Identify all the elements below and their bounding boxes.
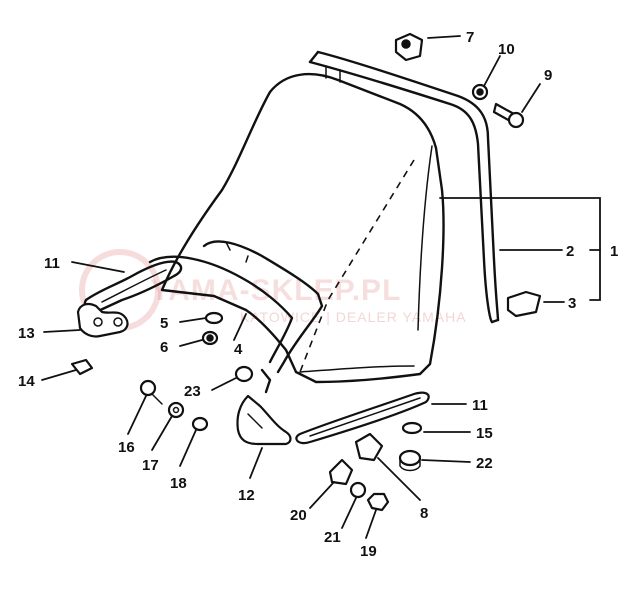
grommet-5 [204,311,224,325]
clip-20 [328,458,354,486]
callout-6: 6 [160,339,168,356]
callout-labels: 7 10 9 2 1 3 11 13 14 5 6 4 23 16 17 18 … [18,29,618,560]
callout-15: 15 [476,425,493,442]
windshield-cover [160,73,445,384]
callout-3: 3 [568,295,576,312]
washer-21 [349,481,367,499]
small-parts [70,32,542,512]
callout-20: 20 [290,507,307,524]
lower-molding-strip [295,391,430,445]
callout-5: 5 [160,315,168,332]
callout-13: 13 [18,325,35,342]
callout-11-right: 11 [472,397,488,414]
callout-2: 2 [566,243,574,260]
callout-19: 19 [360,543,377,560]
grommet-23 [234,365,254,383]
washer-15 [401,421,423,435]
callout-17: 17 [142,457,159,474]
callout-11-left: 11 [44,255,60,272]
left-bracket [76,302,129,338]
callout-16: 16 [118,439,135,456]
clip-8 [354,432,384,462]
callout-18: 18 [170,475,187,492]
callout-4: 4 [234,341,243,358]
inner-frame [148,240,324,394]
callout-7: 7 [466,29,474,46]
callout-1: 1 [610,243,618,260]
washer-17 [167,401,185,419]
watermark-sub: KATOWICE | DEALER YAMAHA [240,309,467,325]
callout-12: 12 [238,487,255,504]
callout-22: 22 [476,455,493,472]
screw-16 [139,379,163,405]
bolt-9 [492,102,525,129]
lower-trim [236,394,292,446]
callout-21: 21 [324,529,341,546]
clip-14 [70,358,94,376]
callout-10: 10 [498,41,515,58]
callout-8: 8 [420,505,428,522]
nut-18 [191,416,209,432]
cap-22 [398,449,422,472]
nut-19 [366,492,390,512]
callout-23: 23 [184,383,201,400]
top-molding-strip [308,50,500,324]
callout-14: 14 [18,373,35,390]
callout-9: 9 [544,67,552,84]
leader-lines [41,35,601,539]
block-3 [506,290,542,318]
